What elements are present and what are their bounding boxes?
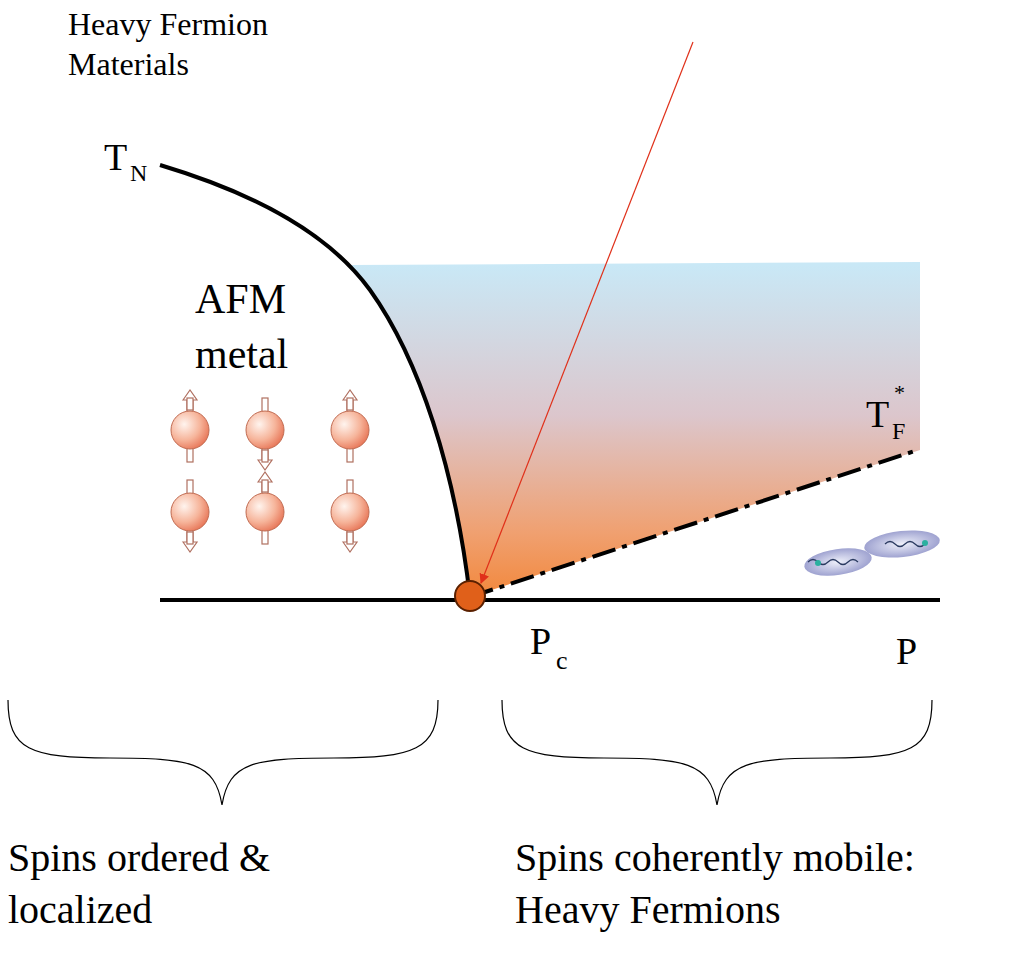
bracket: [502, 700, 932, 805]
neel-curve: [160, 165, 470, 597]
axis-symbol: P: [896, 630, 917, 674]
axis-symbol: P: [530, 620, 551, 664]
spin-array: [171, 390, 369, 552]
coherence-line: [470, 450, 918, 597]
region-caption: Spins ordered & localized: [8, 832, 338, 936]
diagram-title: Heavy Fermion Materials: [68, 4, 303, 84]
axis-subscript: F: [892, 418, 905, 446]
pressure-axis: [160, 598, 940, 602]
axis-symbol: T: [866, 393, 889, 437]
axis-subscript: c: [556, 646, 568, 676]
phase-label: AFM metal: [195, 272, 335, 381]
quasiparticle-icon: [803, 527, 942, 580]
region-caption: Spins coherently mobile: Heavy Fermions: [515, 832, 1010, 936]
pointer-arrow: [481, 42, 693, 583]
axis-subscript: N: [130, 160, 147, 188]
critical-point: [455, 581, 485, 611]
bracket: [8, 700, 438, 805]
axis-symbol: T: [104, 136, 127, 180]
axis-superscript: *: [894, 380, 905, 405]
